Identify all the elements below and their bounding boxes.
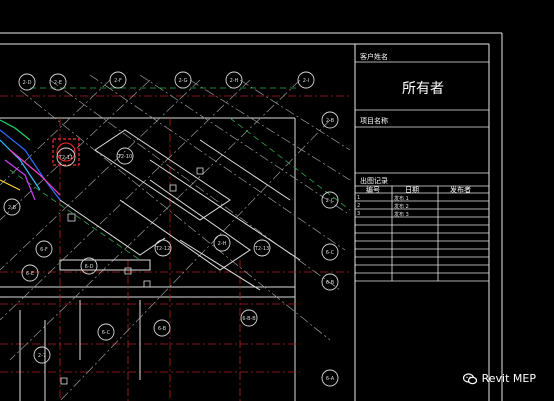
structure-walls	[19, 129, 301, 401]
grid-bubble-right-3-circle	[321, 273, 339, 291]
row-1-number: 1	[357, 195, 361, 201]
grid-bubble-interior-10-label: 6-B	[158, 326, 167, 332]
row-3-number: 3	[357, 211, 361, 217]
sheet-border	[0, 32, 503, 401]
grid-bubble-interior-9-circle	[97, 323, 115, 341]
grid-bubble-interior-3-circle	[253, 239, 271, 257]
grid-bubble-interior-11-circle	[240, 309, 258, 327]
client-name-label: 客户姓名	[360, 53, 388, 61]
column-header-publisher: 发布者	[450, 186, 471, 194]
grid-bubble-interior-0-circle	[56, 147, 76, 167]
grid-bubble-right-4-label: 6-A	[326, 376, 335, 382]
watermark: Revit MEP	[462, 372, 536, 385]
grid-bubble-right-0-label: 2-B	[326, 118, 335, 124]
row-2-desc: 发布 2	[394, 204, 409, 210]
red-grid-lines	[0, 95, 350, 401]
grid-bubble-interior-4-label: 2-H	[218, 241, 227, 247]
grid-bubble-right-1-label: 2-C	[326, 198, 335, 204]
grid-bubble-top-5-label: 2-I	[303, 78, 309, 84]
row-1-desc: 发布 1	[394, 196, 409, 202]
grid-bubble-top-5-circle	[297, 71, 315, 89]
column-header-number: 编号	[366, 186, 380, 194]
grid-bubble-interior-8-circle	[80, 257, 98, 275]
grid-bubble-top-4-circle	[225, 71, 243, 89]
diagonal-grid-lines	[0, 74, 351, 401]
grid-bubble-interior-7-circle	[21, 264, 39, 282]
column-markers	[60, 167, 204, 385]
row-2-number: 2	[357, 203, 361, 209]
column-header-date: 日期	[405, 186, 419, 194]
building-outline	[0, 117, 296, 401]
issue-record-label: 出图记录	[360, 177, 388, 185]
grid-bubble-right-0-circle	[321, 111, 339, 129]
grid-bubble-interior-4-circle	[213, 234, 231, 252]
grid-bubble-interior-11-label: 6-B-B	[242, 316, 256, 322]
title-block-lines	[355, 61, 489, 282]
grid-bubble-interior-6-label: 6-F	[40, 247, 48, 253]
grid-bubble-interior-5-label: 2-B	[8, 205, 17, 211]
wechat-icon	[462, 372, 477, 384]
grid-bubble-top-3-label: 2-G	[178, 78, 187, 84]
grid-bubble-right-3-label: 6-B	[326, 280, 335, 286]
grid-bubble-top-1-circle	[49, 73, 67, 91]
green-grid-lines	[9, 87, 351, 261]
grid-bubble-top-1-label: 2-E	[54, 80, 62, 86]
grid-bubble-right-4-circle	[321, 369, 339, 387]
grid-bubble-top-3-circle	[174, 71, 192, 89]
grid-bubble-interior-3-label: T2-13	[254, 246, 269, 252]
grid-bubble-interior-10-circle	[153, 319, 171, 337]
grid-bubble-right-1-circle	[321, 191, 339, 209]
grid-bubble-interior-12-circle	[33, 346, 51, 364]
grid-bubble-interior-2-label: T2-12	[155, 246, 170, 252]
grid-bubble-interior-8-label: 6-D	[85, 264, 94, 270]
grid-bubble-right-2-label: 6-C	[326, 250, 335, 256]
grid-bubble-top-0-label: 2-D	[23, 80, 32, 86]
grid-bubble-top-0-circle	[18, 73, 36, 91]
row-3-desc: 发布 3	[394, 212, 409, 218]
owner-text: 所有者	[402, 81, 444, 97]
grid-bubble-interior-0-label: T2-11	[58, 155, 73, 161]
project-name-label: 项目名称	[360, 117, 388, 125]
grid-bubble-interior-7-label: 6-E	[26, 271, 34, 277]
watermark-text: Revit MEP	[481, 372, 536, 385]
grid-bubble-interior-1-label: T2-10	[117, 154, 132, 160]
grid-bubble-interior-12-label: 2-7	[38, 353, 46, 359]
grid-bubble-interior-6-circle	[35, 240, 53, 258]
grid-bubble-interior-2-circle	[154, 239, 172, 257]
mep-colored-lines	[0, 119, 61, 201]
grid-bubble-interior-9-label: 6-C	[102, 330, 111, 336]
grid-bubble-right-2-circle	[321, 243, 339, 261]
grid-bubble-interior-1-circle	[116, 147, 134, 165]
grid-bubble-top-2-label: 2-F	[114, 78, 122, 84]
highlighted-grid-bubble[interactable]	[52, 138, 80, 166]
grid-bubble-top-4-label: 2-H	[230, 78, 239, 84]
grid-bubble-interior-5-circle	[3, 198, 21, 216]
grid-bubble-top-2-circle	[109, 71, 127, 89]
